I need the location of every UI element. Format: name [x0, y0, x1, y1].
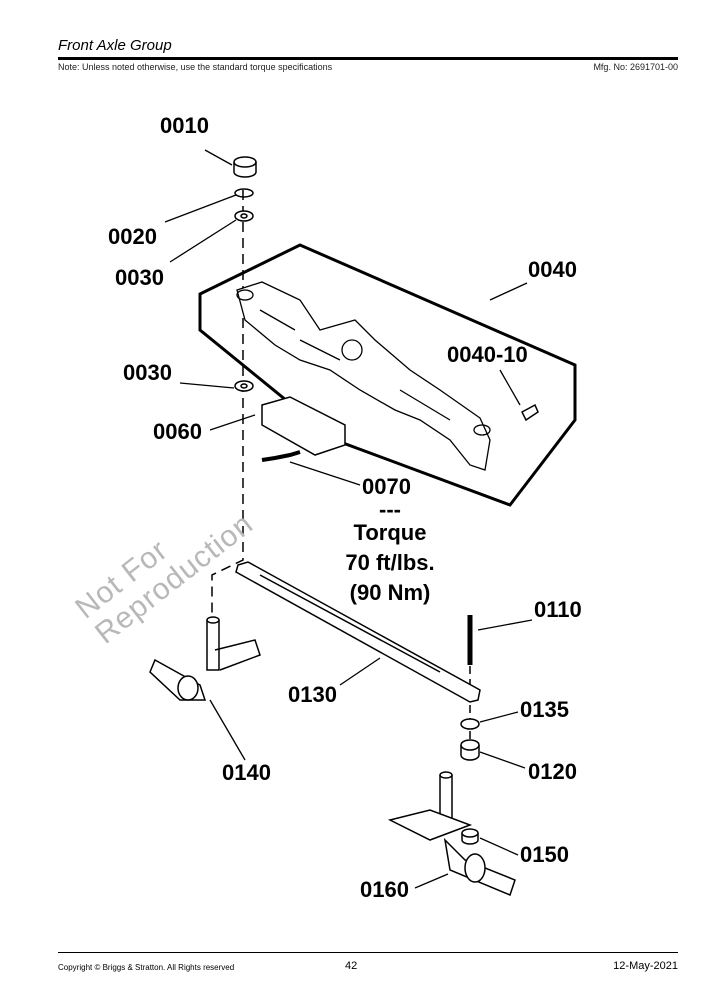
part-0010-cap [233, 156, 257, 178]
part-0130-tie-rod [235, 561, 481, 703]
callout-0060: 0060 [153, 419, 202, 444]
callout-0135: 0135 [520, 697, 569, 722]
callout-0110: 0110 [534, 597, 582, 622]
mfg-number: Mfg. No: 2691701-00 [593, 62, 678, 72]
header-rule [58, 57, 678, 60]
part-0030-washer [234, 210, 254, 222]
part-0135-washer [460, 718, 480, 730]
part-0140-spindle-left [149, 616, 261, 701]
callout-0030-lower: 0030 [123, 360, 172, 385]
callout-0040-10: 0040-10 [447, 342, 528, 367]
callout-0030: 0030 [115, 265, 164, 290]
part-0040-10-grease-fitting [521, 403, 539, 422]
page-number: 42 [345, 960, 358, 972]
callout-0040: 0040 [528, 257, 577, 282]
callout-0120: 0120 [528, 759, 577, 784]
part-0020-ring [234, 188, 254, 198]
part-0060-bracket [261, 396, 346, 456]
part-0040-group-outline [198, 243, 577, 507]
torque-spec: --- Torque 70 ft/lbs. (90 Nm) [310, 497, 470, 608]
footer-rule [58, 952, 678, 953]
callout-0160: 0160 [360, 877, 409, 902]
callout-0130: 0130 [288, 682, 337, 707]
assembly-axis-left [211, 190, 244, 620]
part-0030-washer-lower [234, 380, 254, 392]
part-0160-spindle-right [387, 771, 516, 897]
callout-0140: 0140 [222, 760, 271, 785]
copyright: Copyright © Briggs & Stratton. All Right… [58, 963, 235, 972]
leader-lines [164, 149, 533, 889]
callout-0020: 0020 [108, 224, 157, 249]
torque-imperial: 70 ft/lbs. [345, 550, 435, 575]
torque-note: Note: Unless noted otherwise, use the st… [58, 62, 333, 72]
callout-0070: 0070 [362, 474, 411, 499]
torque-label: Torque [353, 520, 427, 545]
torque-separator: --- [379, 497, 401, 522]
callout-0150: 0150 [520, 842, 569, 867]
part-0070-bolt [261, 450, 301, 462]
page-title: Front Axle Group [58, 37, 172, 54]
part-0040-axle-casting [236, 281, 491, 471]
callout-0010: 0010 [160, 113, 209, 138]
torque-metric: (90 Nm) [349, 580, 431, 605]
publish-date: 12-May-2021 [613, 960, 678, 972]
